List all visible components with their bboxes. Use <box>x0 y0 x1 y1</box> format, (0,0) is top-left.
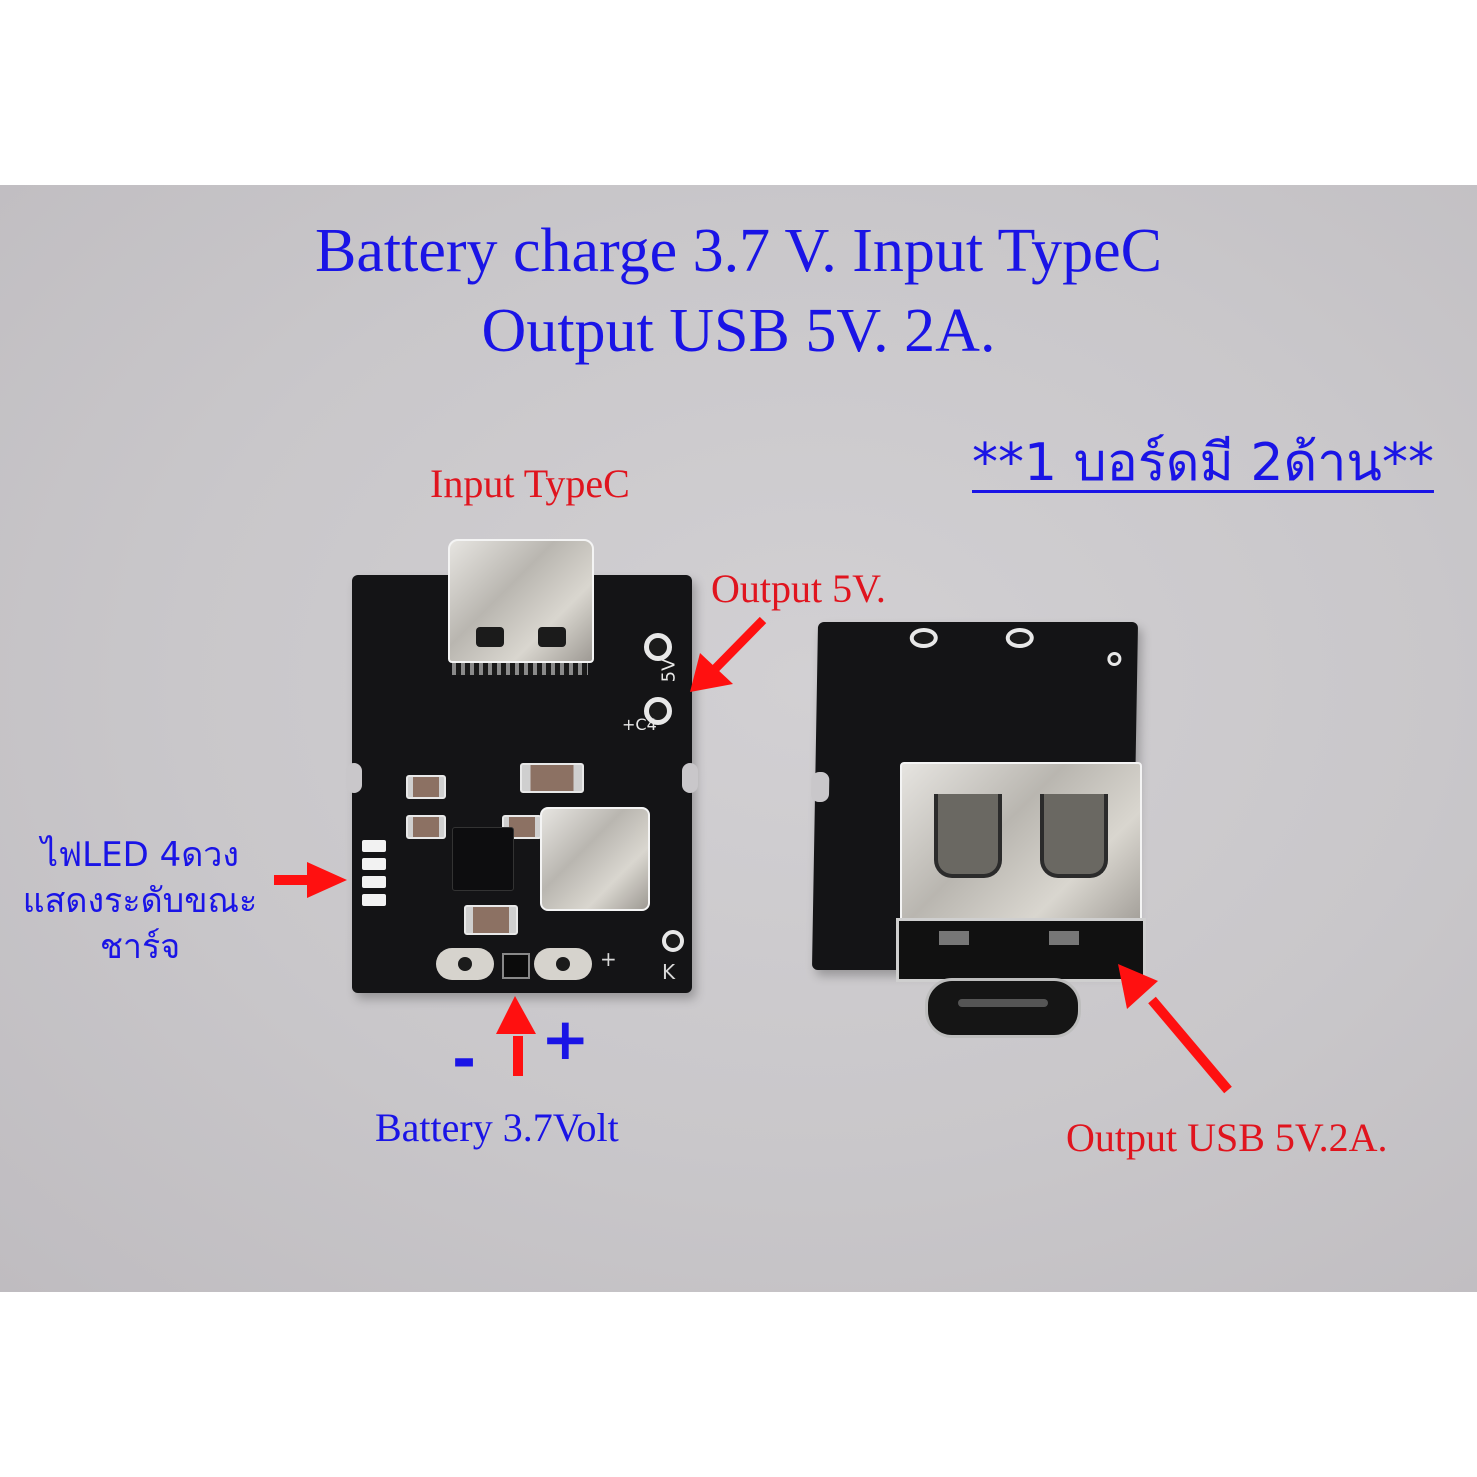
key-pad <box>662 930 684 952</box>
title-line-2: Output USB 5V. 2A. <box>481 297 996 365</box>
usb-a-output-port <box>900 762 1142 936</box>
arrow-usb-output-icon <box>1148 996 1232 1094</box>
charge-level-led-1 <box>362 840 386 852</box>
board-notch-right <box>682 763 698 793</box>
label-battery-3-7v: Battery 3.7Volt <box>375 1105 619 1150</box>
battery-negative-pad <box>436 948 494 980</box>
usb-a-opening <box>896 918 1146 982</box>
charge-level-led-3 <box>362 876 386 888</box>
silk-c4: +C4 <box>622 715 657 734</box>
usb-typec-port-bottom <box>925 978 1081 1038</box>
battery-pad-gap <box>502 953 530 979</box>
label-input-typec: Input TypeC <box>430 461 630 506</box>
connector-slot <box>476 627 504 647</box>
connector-slot <box>538 627 566 647</box>
charger-ic <box>452 827 514 891</box>
battery-positive-pad <box>534 948 592 980</box>
silk-k: K <box>662 960 676 984</box>
arrow-usb-output-head-icon <box>1118 964 1158 1009</box>
usb-a-latch <box>934 794 1002 878</box>
capacitor <box>406 815 446 839</box>
capacitor <box>464 905 518 935</box>
output-5v-pad <box>644 633 672 661</box>
capacitor <box>520 763 584 793</box>
label-battery-plus: + <box>541 1005 590 1073</box>
capacitor <box>406 775 446 799</box>
charger-board-top-side: +C4 5V + K <box>346 539 698 993</box>
arrow-battery-head-icon <box>496 996 536 1034</box>
inductor <box>540 807 650 911</box>
label-led-line-2: แสดงระดับขณะ <box>22 881 258 921</box>
two-sided-board-note: **1 บอร์ดมี 2ด้าน** <box>972 433 1434 493</box>
output-gnd-pad <box>644 697 672 725</box>
arrow-output-5v-icon <box>708 616 767 676</box>
board-notch-left <box>346 763 362 793</box>
label-led-description: ไฟLED 4ดวง แสดงระดับขณะ ชาร์จ <box>10 832 270 970</box>
label-led-line-1: ไฟLED 4ดวง <box>41 835 239 875</box>
usb-a-latch <box>1040 794 1108 878</box>
label-output-usb: Output USB 5V.2A. <box>1066 1115 1388 1160</box>
usb-typec-input-connector <box>448 539 594 663</box>
title-line-1: Battery charge 3.7 V. Input TypeC <box>315 217 1162 285</box>
arrow-output-5v-head-icon <box>690 653 733 692</box>
label-led-line-3: ชาร์จ <box>99 927 181 967</box>
product-photo-background <box>0 185 1477 1292</box>
silk-plus: + <box>600 947 617 971</box>
charge-level-led-4 <box>362 894 386 906</box>
label-output-5v: Output 5V. <box>711 566 886 611</box>
connector-pins <box>452 663 588 675</box>
arrow-led-head-icon <box>307 862 347 898</box>
label-battery-minus: - <box>452 1025 477 1093</box>
charge-level-led-2 <box>362 858 386 870</box>
